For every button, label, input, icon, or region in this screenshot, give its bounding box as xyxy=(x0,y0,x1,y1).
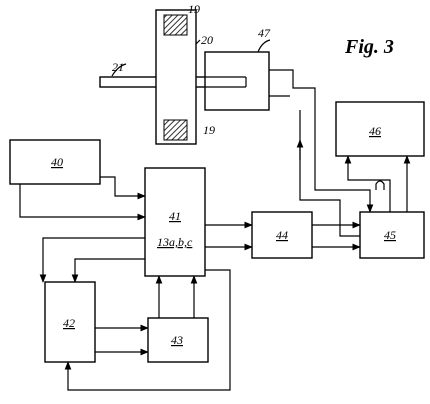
processor-box xyxy=(144,167,206,277)
power-supply-label: 42 xyxy=(63,316,75,330)
amplifier-box xyxy=(251,211,313,259)
display-box xyxy=(335,101,425,157)
input-unit-box xyxy=(9,139,101,185)
link-45-47-a xyxy=(299,110,360,237)
display-label: 46 xyxy=(369,124,381,138)
magnet-bottom xyxy=(163,119,188,141)
link-40-41-b xyxy=(19,184,146,221)
crossover-hop xyxy=(375,180,385,190)
link-40-41-a xyxy=(100,176,146,200)
magnet-top-label: 19 xyxy=(188,2,200,16)
interface-box xyxy=(147,317,209,363)
disc-label: 20 xyxy=(201,33,213,47)
link-45-46-a xyxy=(344,155,391,212)
figure-title: Fig. 3 xyxy=(344,36,394,58)
link-41-42-loop xyxy=(64,269,231,391)
sensor-leader xyxy=(257,39,271,53)
link-41-42-b xyxy=(71,258,145,283)
interface-label: 43 xyxy=(171,333,183,347)
controller-label: 45 xyxy=(384,228,396,242)
link-41-42-a xyxy=(39,237,145,283)
magnet-bottom-label: 19 xyxy=(203,123,215,137)
amplifier-label: 44 xyxy=(276,228,288,242)
shaft-leader xyxy=(111,63,127,77)
processor-label: 41 xyxy=(169,209,181,223)
processor-sublabel: 13a,b,c xyxy=(157,235,193,249)
link-47-45 xyxy=(269,69,374,213)
controller-box xyxy=(359,211,425,259)
disc-leader xyxy=(195,39,201,45)
magnet-top xyxy=(163,14,188,36)
power-supply-box xyxy=(44,281,96,363)
shaft-label: 21 xyxy=(112,60,124,74)
sensor-label: 47 xyxy=(258,26,271,40)
input-unit-label: 40 xyxy=(51,155,63,169)
